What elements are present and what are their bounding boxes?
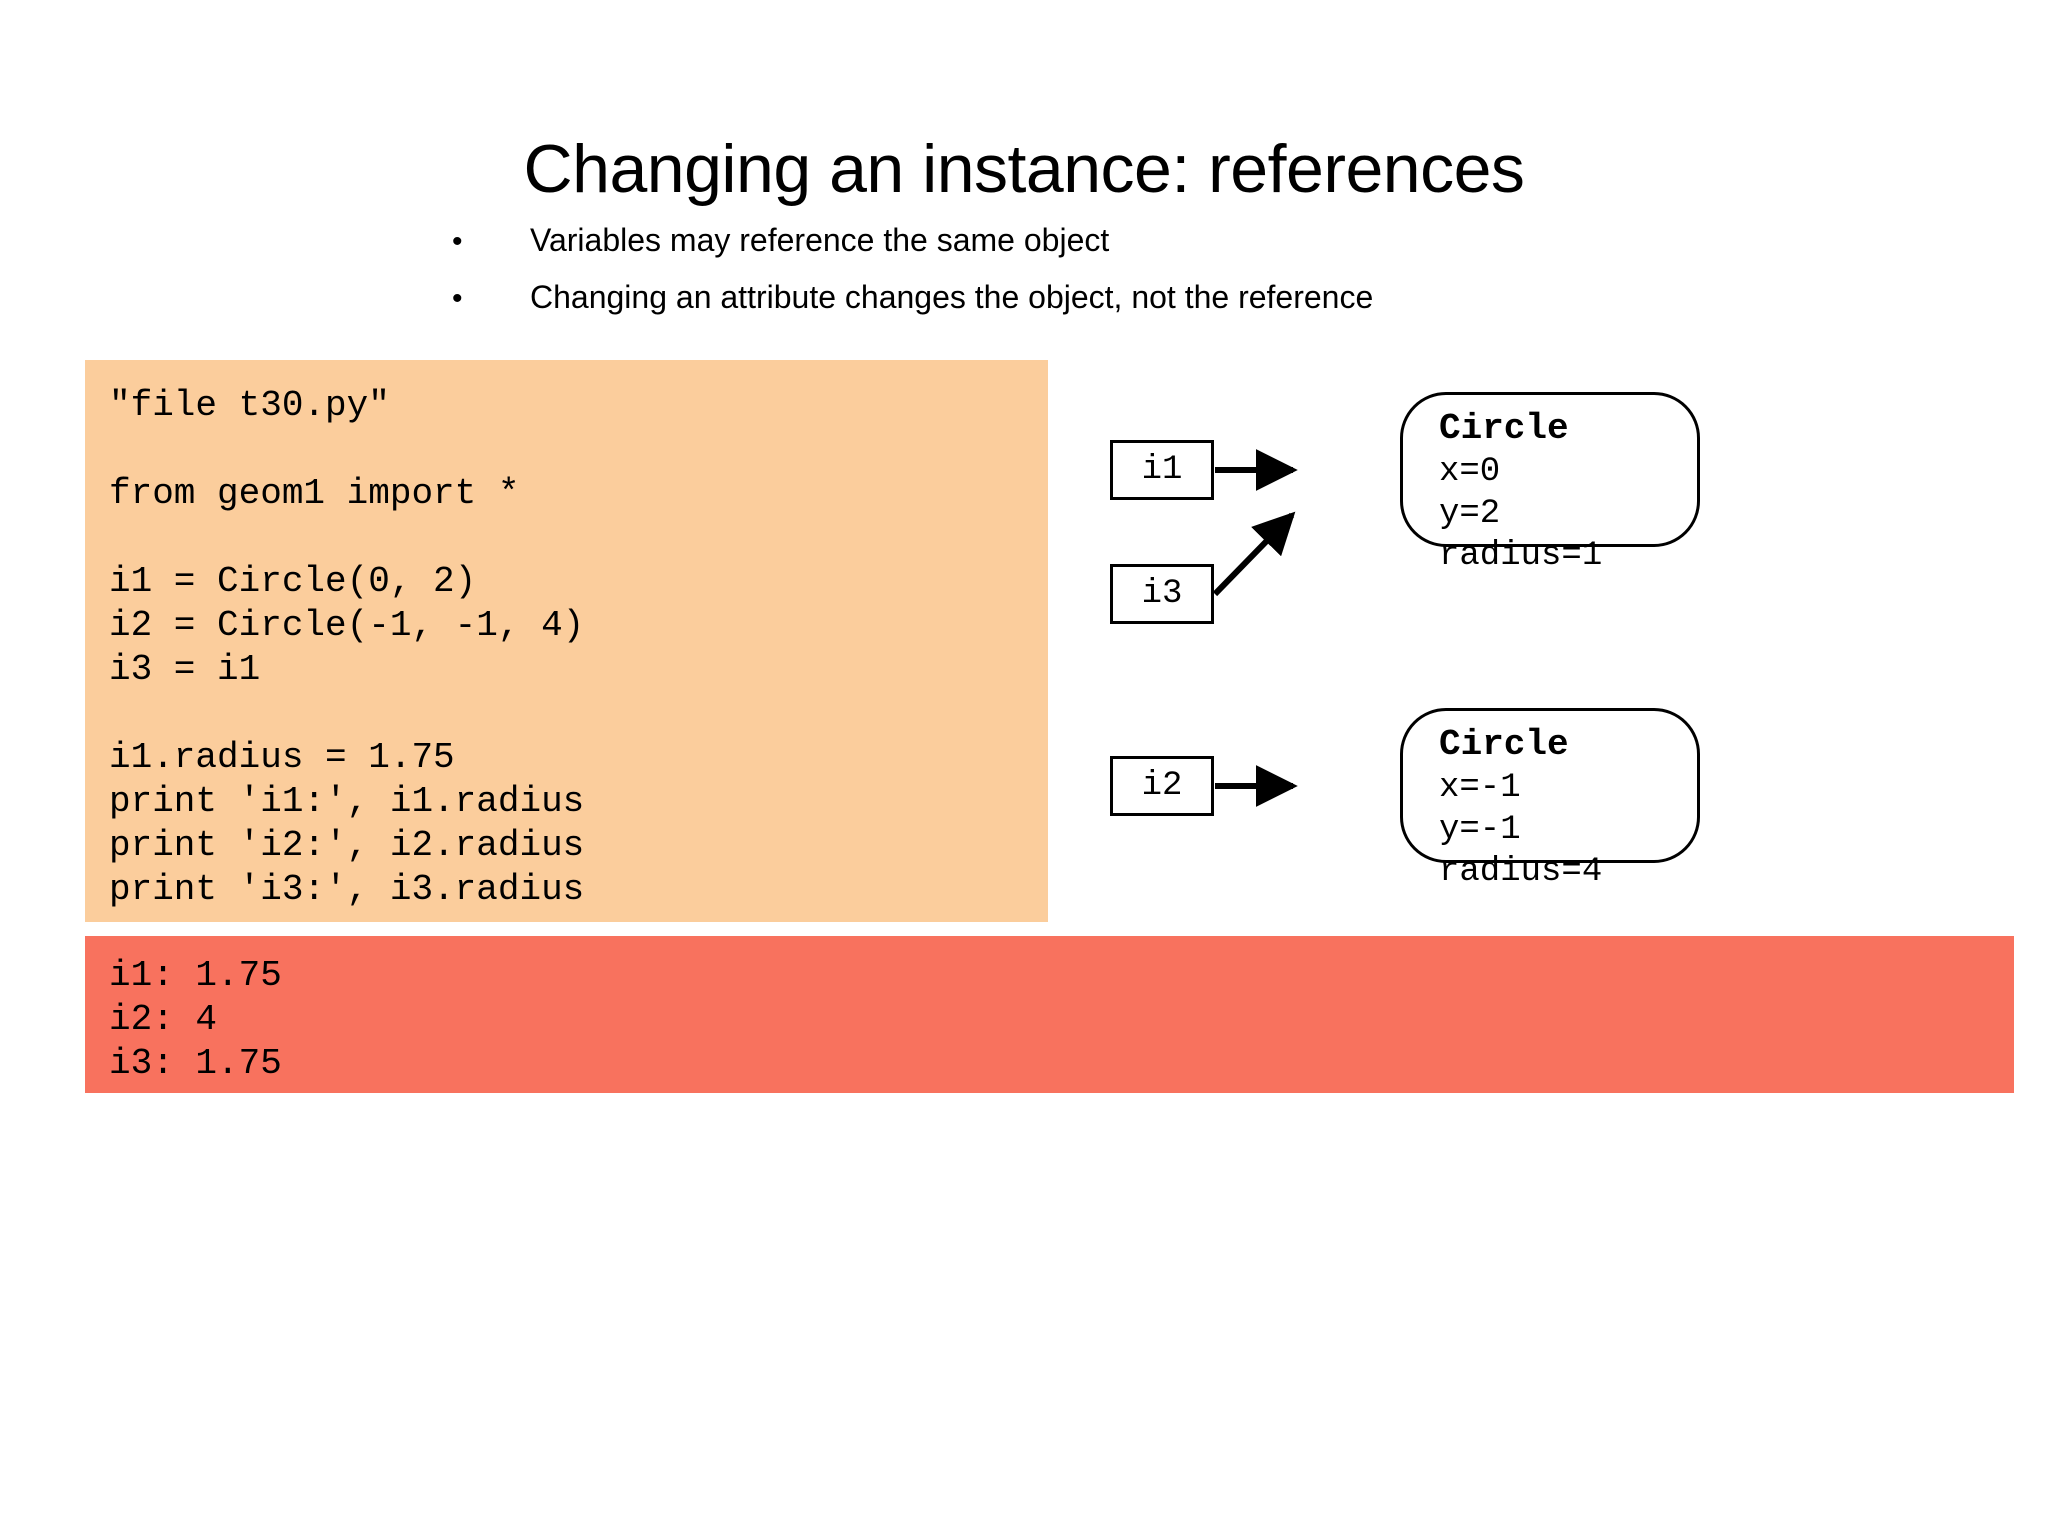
bullet-dot-icon: • (452, 225, 463, 258)
variable-label-i1: i1 (1141, 451, 1183, 489)
arrow-i3-to-circle1 (1212, 511, 1296, 597)
output-block: i1: 1.75 i2: 4 i3: 1.75 (85, 936, 2014, 1093)
page-title: Changing an instance: references (523, 130, 1525, 207)
diagram-arrows (1212, 449, 1298, 807)
bullet-text-1: Variables may reference the same object (530, 222, 1110, 258)
variable-box-i1[interactable]: i1 (1110, 440, 1214, 500)
variable-label-i2: i2 (1141, 767, 1183, 805)
reference-diagram: i1 i3 i2 Circle x=0 y=2 radius=1 Circle … (1110, 370, 1940, 891)
object-box-circle-1[interactable]: Circle x=0 y=2 radius=1 (1400, 392, 1700, 575)
object-attributes-circle-1: x=0 y=2 radius=1 (1439, 453, 1603, 575)
code-block-text: "file t30.py" from geom1 import * i1 = C… (109, 385, 585, 910)
object-title-circle-1: Circle (1439, 408, 1569, 449)
bullet-list: • Variables may reference the same objec… (452, 222, 1652, 336)
code-block: "file t30.py" from geom1 import * i1 = C… (85, 360, 1048, 922)
bullet-dot-icon: • (452, 281, 463, 315)
variable-box-i2[interactable]: i2 (1110, 756, 1214, 816)
object-attributes-circle-2: x=-1 y=-1 radius=4 (1439, 769, 1603, 891)
bullet-item-2: • Changing an attribute changes the obje… (452, 279, 1652, 316)
variable-box-i3[interactable]: i3 (1110, 564, 1214, 624)
object-box-circle-2[interactable]: Circle x=-1 y=-1 radius=4 (1400, 708, 1700, 891)
variable-label-i3: i3 (1141, 575, 1183, 613)
object-title-circle-2: Circle (1439, 724, 1569, 765)
bullet-item-1: • Variables may reference the same objec… (452, 222, 1652, 259)
bullet-text-2: Changing an attribute changes the object… (530, 278, 1374, 315)
output-block-text: i1: 1.75 i2: 4 i3: 1.75 (109, 955, 282, 1084)
